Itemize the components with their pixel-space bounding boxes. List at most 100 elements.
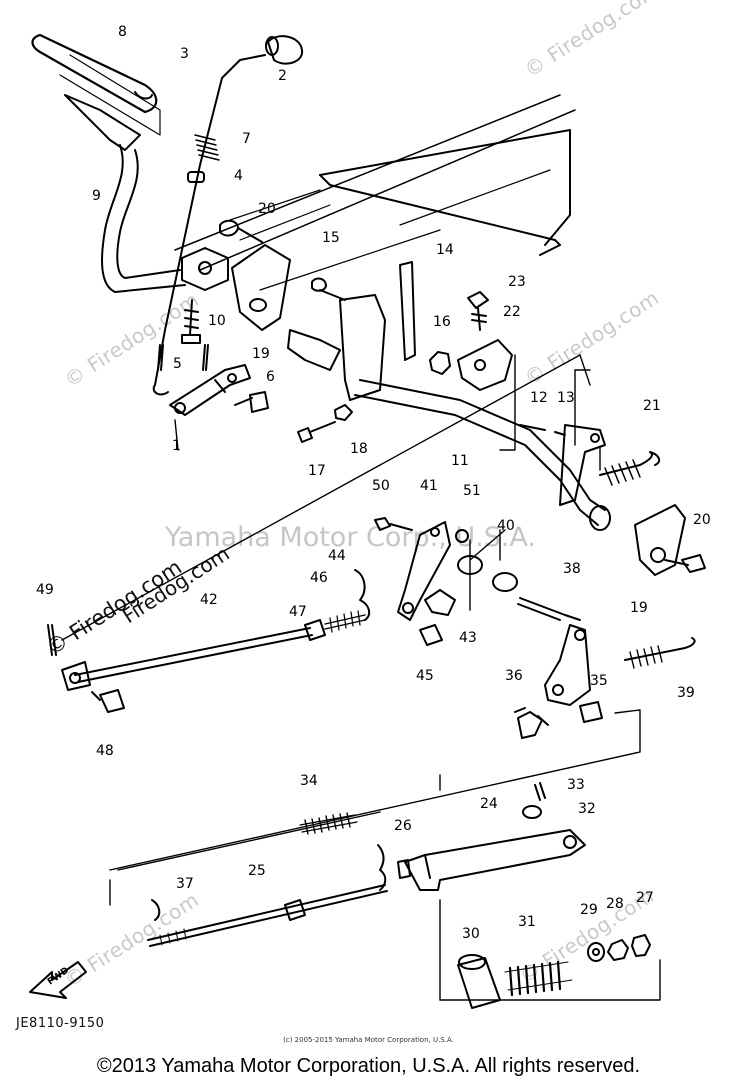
clip-part-44 bbox=[354, 569, 371, 621]
callout-part-37: 37 bbox=[176, 876, 194, 892]
bolt-part-23 bbox=[467, 291, 489, 331]
callout-part-23: 23 bbox=[508, 274, 526, 290]
callout-part-36: 36 bbox=[505, 668, 523, 684]
callout-part-33: 33 bbox=[567, 777, 585, 793]
callout-part-35: 35 bbox=[590, 673, 608, 689]
nut-part-27 bbox=[631, 934, 651, 957]
bolt-part-6 bbox=[234, 391, 269, 413]
rod-part-42 bbox=[61, 627, 313, 691]
callout-part-16: 16 bbox=[433, 314, 451, 330]
callout-part-30: 30 bbox=[462, 926, 480, 942]
callout-part-25: 25 bbox=[248, 863, 266, 879]
callout-part-5: 5 bbox=[173, 356, 182, 372]
clip-part-37 bbox=[151, 899, 161, 921]
callout-part-24: 24 bbox=[480, 796, 498, 812]
spring-part-31 bbox=[504, 960, 573, 997]
callout-part-18: 18 bbox=[350, 441, 368, 457]
leader-lines bbox=[61, 354, 661, 1001]
pin-part-35 bbox=[579, 701, 603, 723]
callout-part-11: 11 bbox=[451, 453, 469, 469]
callout-part-8: 8 bbox=[118, 24, 127, 40]
callout-part-43: 43 bbox=[459, 630, 477, 646]
callout-part-3: 3 bbox=[180, 46, 189, 62]
pins-part-5 bbox=[157, 344, 209, 371]
knob-part-2 bbox=[265, 35, 304, 65]
spring-part-39 bbox=[624, 637, 696, 669]
shift-rod-part-3 bbox=[152, 54, 266, 396]
frame-rails bbox=[174, 94, 576, 291]
callout-part-47: 47 bbox=[289, 604, 307, 620]
callout-part-46: 46 bbox=[310, 570, 328, 586]
callout-part-20: 20 bbox=[693, 512, 711, 528]
callout-part-19: 19 bbox=[252, 346, 270, 362]
clip-part-26 bbox=[377, 844, 387, 891]
watermark-center: Yamaha Motor Corp., U.S.A. bbox=[165, 522, 537, 553]
spring-part-34 bbox=[299, 812, 358, 835]
spring-part-21 bbox=[599, 451, 661, 486]
callout-part-12: 12 bbox=[530, 390, 548, 406]
callout-part-2: 2 bbox=[278, 68, 287, 84]
pin-part-49 bbox=[47, 624, 57, 656]
pin-part-43 bbox=[424, 589, 456, 616]
nut-part-18 bbox=[334, 404, 353, 421]
callout-part-51: 51 bbox=[463, 483, 481, 499]
callout-part-9: 9 bbox=[92, 188, 101, 204]
nut-part-16 bbox=[429, 351, 451, 375]
rod-part-25 bbox=[147, 884, 388, 947]
bracket-part-22 bbox=[457, 339, 513, 391]
callout-part-26: 26 bbox=[394, 818, 412, 834]
callout-part-39: 39 bbox=[677, 685, 695, 701]
callout-part-27: 27 bbox=[636, 890, 654, 906]
callout-part-42: 42 bbox=[200, 592, 218, 608]
spring-part-7 bbox=[194, 134, 220, 161]
drawing-code: JE8110-9150 bbox=[16, 1016, 105, 1031]
callout-part-32: 32 bbox=[578, 801, 596, 817]
pedal-lever-part-24 bbox=[397, 829, 586, 891]
callout-part-19: 19 bbox=[630, 600, 648, 616]
forward-label: FWD bbox=[46, 966, 71, 988]
copyright-notice: ©2013 Yamaha Motor Corporation, U.S.A. A… bbox=[96, 1055, 641, 1077]
shaft-part-38 bbox=[517, 597, 591, 706]
callout-part-7: 7 bbox=[242, 131, 251, 147]
nut-part-28 bbox=[607, 939, 629, 961]
callout-part-44: 44 bbox=[328, 548, 346, 564]
callout-part-38: 38 bbox=[563, 561, 581, 577]
arm-assembly bbox=[519, 424, 606, 506]
callout-part-48: 48 bbox=[96, 743, 114, 759]
callout-part-4: 4 bbox=[234, 168, 243, 184]
callout-part-13: 13 bbox=[557, 390, 575, 406]
callout-part-17: 17 bbox=[308, 463, 326, 479]
callout-part-15: 15 bbox=[322, 230, 340, 246]
plate-part-19 bbox=[231, 244, 291, 331]
bushing-part-30 bbox=[457, 954, 501, 1009]
small-copyright: (c) 2005-2015 Yamaha Motor Corporation, … bbox=[283, 1036, 454, 1044]
callout-part-49: 49 bbox=[36, 582, 54, 598]
callout-part-10: 10 bbox=[208, 313, 226, 329]
callout-part-20: 20 bbox=[258, 201, 276, 217]
plate-part-19-lower bbox=[634, 504, 706, 576]
forward-arrow-icon bbox=[29, 961, 87, 999]
collar-part-4 bbox=[187, 171, 205, 183]
bushing-part-32 bbox=[522, 805, 542, 819]
callout-part-29: 29 bbox=[580, 902, 598, 918]
bracket-block bbox=[181, 219, 263, 344]
callout-part-14: 14 bbox=[436, 242, 454, 258]
callout-part-1: 1 bbox=[172, 438, 181, 454]
grip-part-8 bbox=[31, 33, 161, 136]
callout-part-34: 34 bbox=[300, 773, 318, 789]
wing-nut-part-36 bbox=[514, 707, 549, 739]
bellcrank-part-41 bbox=[374, 517, 469, 621]
pedal-arm-part-9 bbox=[64, 94, 186, 293]
pin-part-33 bbox=[534, 782, 546, 801]
washer-part-29 bbox=[587, 942, 605, 962]
callout-part-22: 22 bbox=[503, 304, 521, 320]
bolt-part-17 bbox=[297, 421, 336, 443]
callout-part-41: 41 bbox=[420, 478, 438, 494]
shaft-assembly bbox=[287, 261, 611, 531]
bolt-part-48 bbox=[91, 689, 125, 713]
callout-part-28: 28 bbox=[606, 896, 624, 912]
callout-part-31: 31 bbox=[518, 914, 536, 930]
